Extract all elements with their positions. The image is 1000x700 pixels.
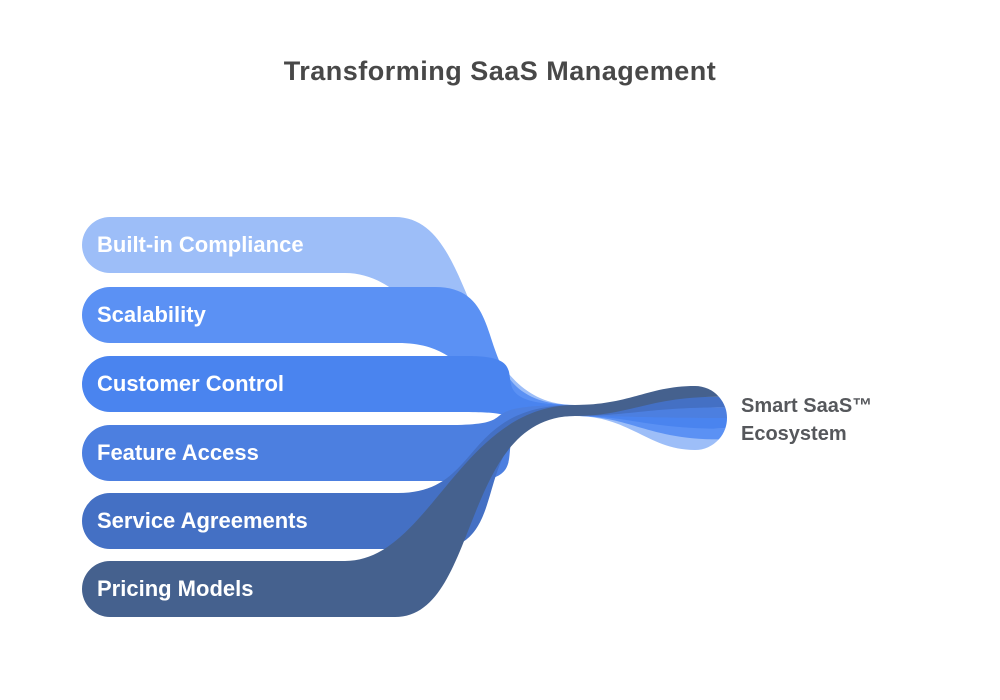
output-label-line2: Ecosystem (741, 423, 847, 445)
ribbon-label-feature-access: Feature Access (97, 440, 259, 465)
ribbon-feature-access (82, 405, 728, 481)
ribbon-label-built-in-compliance: Built-in Compliance (97, 232, 304, 257)
ribbon-service-agreements (82, 396, 726, 549)
diagram-title: Transforming SaaS Management (283, 56, 717, 86)
ribbon-label-service-agreements: Service Agreements (97, 508, 308, 533)
ribbon-label-scalability: Scalability (97, 302, 206, 327)
output-label-line1: Smart SaaS™ (741, 395, 873, 417)
ribbon-label-customer-control: Customer Control (97, 371, 284, 396)
ribbon-built-in-compliance (82, 217, 719, 450)
ribbon-pricing-models (82, 386, 719, 617)
ribbon-label-pricing-models: Pricing Models (97, 576, 254, 601)
output-label: Smart SaaS™ Ecosystem (741, 392, 872, 448)
ribbon-scalability (82, 287, 726, 440)
